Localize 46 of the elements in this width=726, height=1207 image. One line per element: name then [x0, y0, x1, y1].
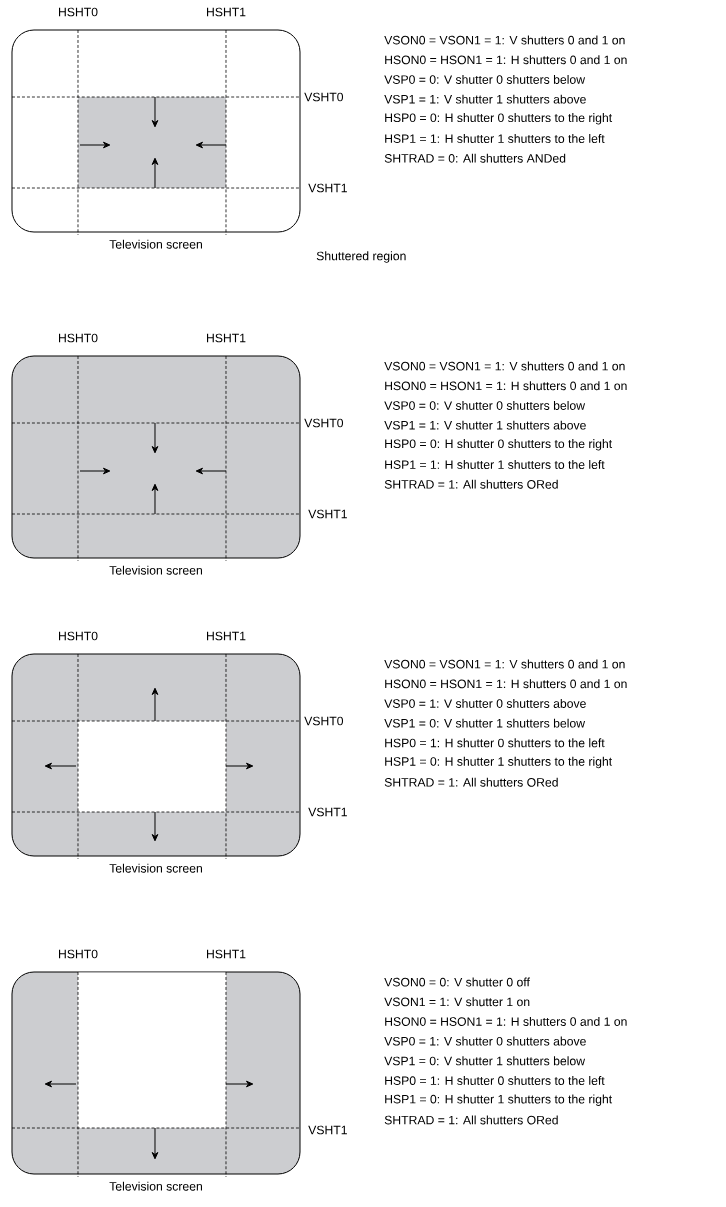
node-label: Television screen: [109, 863, 202, 873]
register-setting: HSON0 = HSON1 = 1: H shutters 0 and 1 on: [385, 679, 627, 689]
register-setting: HSP0 = 1: H shutter 0 shutters to the left: [385, 738, 605, 748]
register-setting: SHTRAD = 1: All shutters ORed: [384, 1115, 558, 1125]
register-setting: HSON0 = HSON1 = 1: H shutters 0 and 1 on: [385, 381, 627, 391]
register-setting: HSP1 = 0: H shutter 1 shutters to the right: [385, 756, 613, 769]
register-setting: VSON0 = VSON1 = 1: V shutters 0 and 1 on: [384, 35, 625, 45]
line-label: HSHT1: [207, 949, 246, 959]
region-label: Shuttered region: [316, 251, 406, 263]
register-setting: VSON0 = VSON1 = 1: V shutters 0 and 1 on: [384, 659, 625, 669]
television-screen-drawing: Television screen: [11, 653, 301, 873]
node-label: Television screen: [109, 239, 202, 249]
register-setting: VSP1 = 0: V shutter 1 shutters below: [384, 718, 586, 728]
register-setting: VSP0 = 1: V shutter 0 shutters above: [384, 1036, 586, 1046]
register-setting: HSP1 = 0: H shutter 1 shutters to the right: [385, 1094, 613, 1106]
register-setting: VSP1 = 1: V shutter 1 shutters above: [384, 94, 586, 104]
register-setting: VSON0 = VSON1 = 1: V shutters 0 and 1 on: [384, 361, 625, 371]
register-setting: VSON0 = 0: V shutter 0 off: [384, 977, 530, 987]
register-setting: SHTRAD = 1: All shutters ORed: [384, 479, 558, 489]
register-setting: VSON1 = 1: V shutter 1 on: [384, 997, 530, 1007]
register-setting: VSP0 = 0: V shutter 0 shutters below: [384, 400, 586, 410]
line-label: HSHT1: [207, 7, 246, 17]
register-setting: VSP0 = 0: V shutter 0 shutters below: [384, 74, 586, 84]
register-setting: HSP1 = 1: H shutter 1 shutters to the left: [385, 134, 605, 143]
line-label: HSHT0: [59, 7, 98, 17]
register-setting: HSP0 = 1: H shutter 0 shutters to the left: [385, 1076, 605, 1085]
node-label: Television screen: [109, 1181, 202, 1191]
register-setting: VSP1 = 1: V shutter 1 shutters above: [384, 420, 586, 430]
register-setting: SHTRAD = 1: All shutters ORed: [384, 777, 558, 787]
register-setting: HSP1 = 1: H shutter 1 shutters to the left: [385, 460, 605, 469]
register-setting: HSON0 = HSON1 = 1: H shutters 0 and 1 on: [385, 1016, 627, 1026]
register-setting: HSP0 = 0: H shutter 0 shutters to the right: [385, 439, 613, 451]
register-setting: SHTRAD = 0: All shutters ANDed: [384, 153, 566, 163]
register-setting: VSP0 = 1: V shutter 0 shutters above: [384, 698, 586, 708]
television-screen-drawing: Television screen: [11, 29, 301, 249]
register-setting: HSP0 = 0: H shutter 0 shutters to the right: [385, 113, 613, 125]
television-screen-drawing: Television screen: [11, 971, 301, 1191]
node-label: Television screen: [109, 565, 202, 575]
line-label: HSHT1: [207, 631, 246, 641]
line-label: HSHT0: [59, 949, 98, 959]
television-screen-drawing: Television screen: [11, 355, 301, 575]
line-label: HSHT1: [207, 333, 246, 343]
register-setting: VSP1 = 0: V shutter 1 shutters below: [384, 1056, 586, 1066]
register-setting: HSON0 = HSON1 = 1: H shutters 0 and 1 on: [385, 55, 627, 65]
line-label: HSHT0: [59, 631, 98, 641]
line-label: HSHT0: [59, 333, 98, 343]
